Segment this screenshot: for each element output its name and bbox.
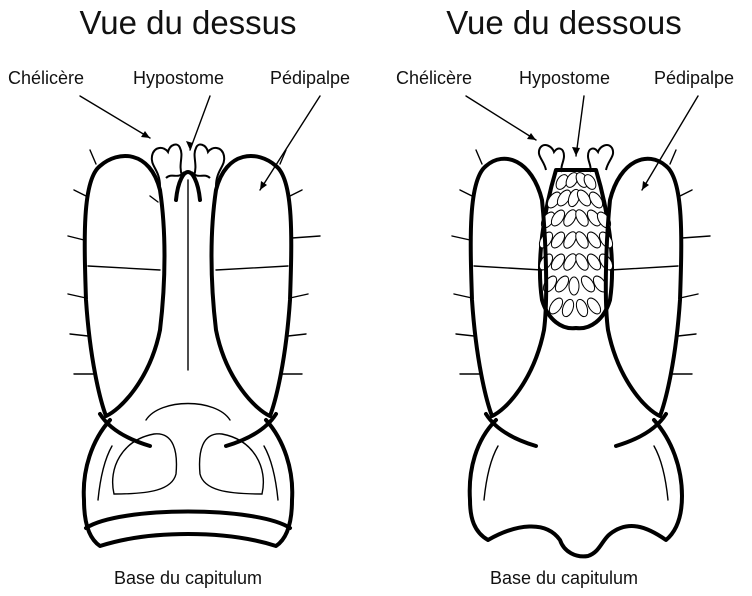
pedipalp-right [212, 150, 321, 446]
pedipalp-left [452, 150, 546, 446]
pedipalp-right [606, 150, 710, 446]
basis-capituli [84, 404, 293, 547]
pedipalp-left [68, 150, 165, 446]
ventral-view-panel: Vue du dessous Chélicère Hypostome Pédip… [376, 0, 752, 596]
dorsal-view-panel: Vue du dessus Chélicère Hypostome Pédipa… [0, 0, 376, 596]
hypostome-denticles [537, 170, 616, 328]
ventral-capitulum-drawing [376, 0, 752, 596]
basis-capituli [470, 420, 682, 556]
hypostome [176, 172, 200, 370]
ventral-caption: Base du capitulum [376, 568, 752, 589]
dorsal-caption: Base du capitulum [0, 568, 376, 589]
dorsal-capitulum-drawing [0, 0, 376, 596]
